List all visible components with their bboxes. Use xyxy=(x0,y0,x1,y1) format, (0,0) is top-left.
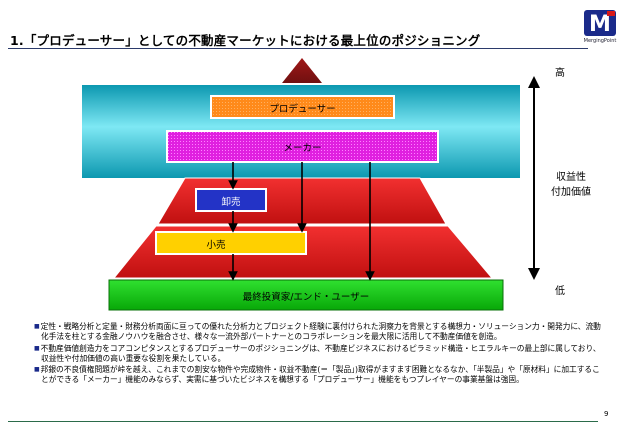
producer-box xyxy=(210,95,395,119)
retail-label: 小売 xyxy=(206,240,226,251)
wholesale-label: 卸売 xyxy=(221,197,241,208)
axis-label-profitability: 収益性 xyxy=(556,172,586,183)
axis-arrow-down xyxy=(528,268,540,280)
page-number: 9 xyxy=(604,410,609,418)
producer-label: プロデューサー xyxy=(269,104,336,115)
axis-arrow-up xyxy=(528,76,540,88)
axis-label-value-added: 付加価値 xyxy=(551,187,591,198)
company-logo: M MergingPoint xyxy=(578,8,622,48)
pyramid-apex xyxy=(282,58,322,83)
end-user-box xyxy=(108,279,504,311)
bullet-list: 定性・戦略分析と定量・財務分析両面に亘っての優れた分析力とプロジェクト経験に裏付… xyxy=(34,322,606,387)
page-title: 1.「プロデューサー」としての不動産マーケットにおける最上位のポジショニング xyxy=(10,33,481,48)
title-underline xyxy=(8,48,588,49)
maker-box xyxy=(166,130,439,163)
maker-label: メーカー xyxy=(283,143,322,154)
bullet-item: 定性・戦略分析と定量・財務分析両面に亘っての優れた分析力とプロジェクト経験に裏付… xyxy=(34,322,606,342)
end-user-label: 最終投資家/エンド・ユーザー xyxy=(242,292,370,303)
bullet-item: 邦銀の不良債権問題が峠を越え、これまでの割安な物件や完成物件・収益不動産(＝「製… xyxy=(34,365,606,385)
logo-mark: M xyxy=(589,12,611,37)
footer-rule xyxy=(8,421,598,422)
logo-text: MergingPoint xyxy=(583,38,617,44)
bullet-item: 不動産価値創造力をコアコンピタンスとするプロデューサーのポジショニングは、不動産… xyxy=(34,344,606,364)
axis-label-high: 高 xyxy=(555,68,565,79)
axis-label-low: 低 xyxy=(555,286,565,297)
